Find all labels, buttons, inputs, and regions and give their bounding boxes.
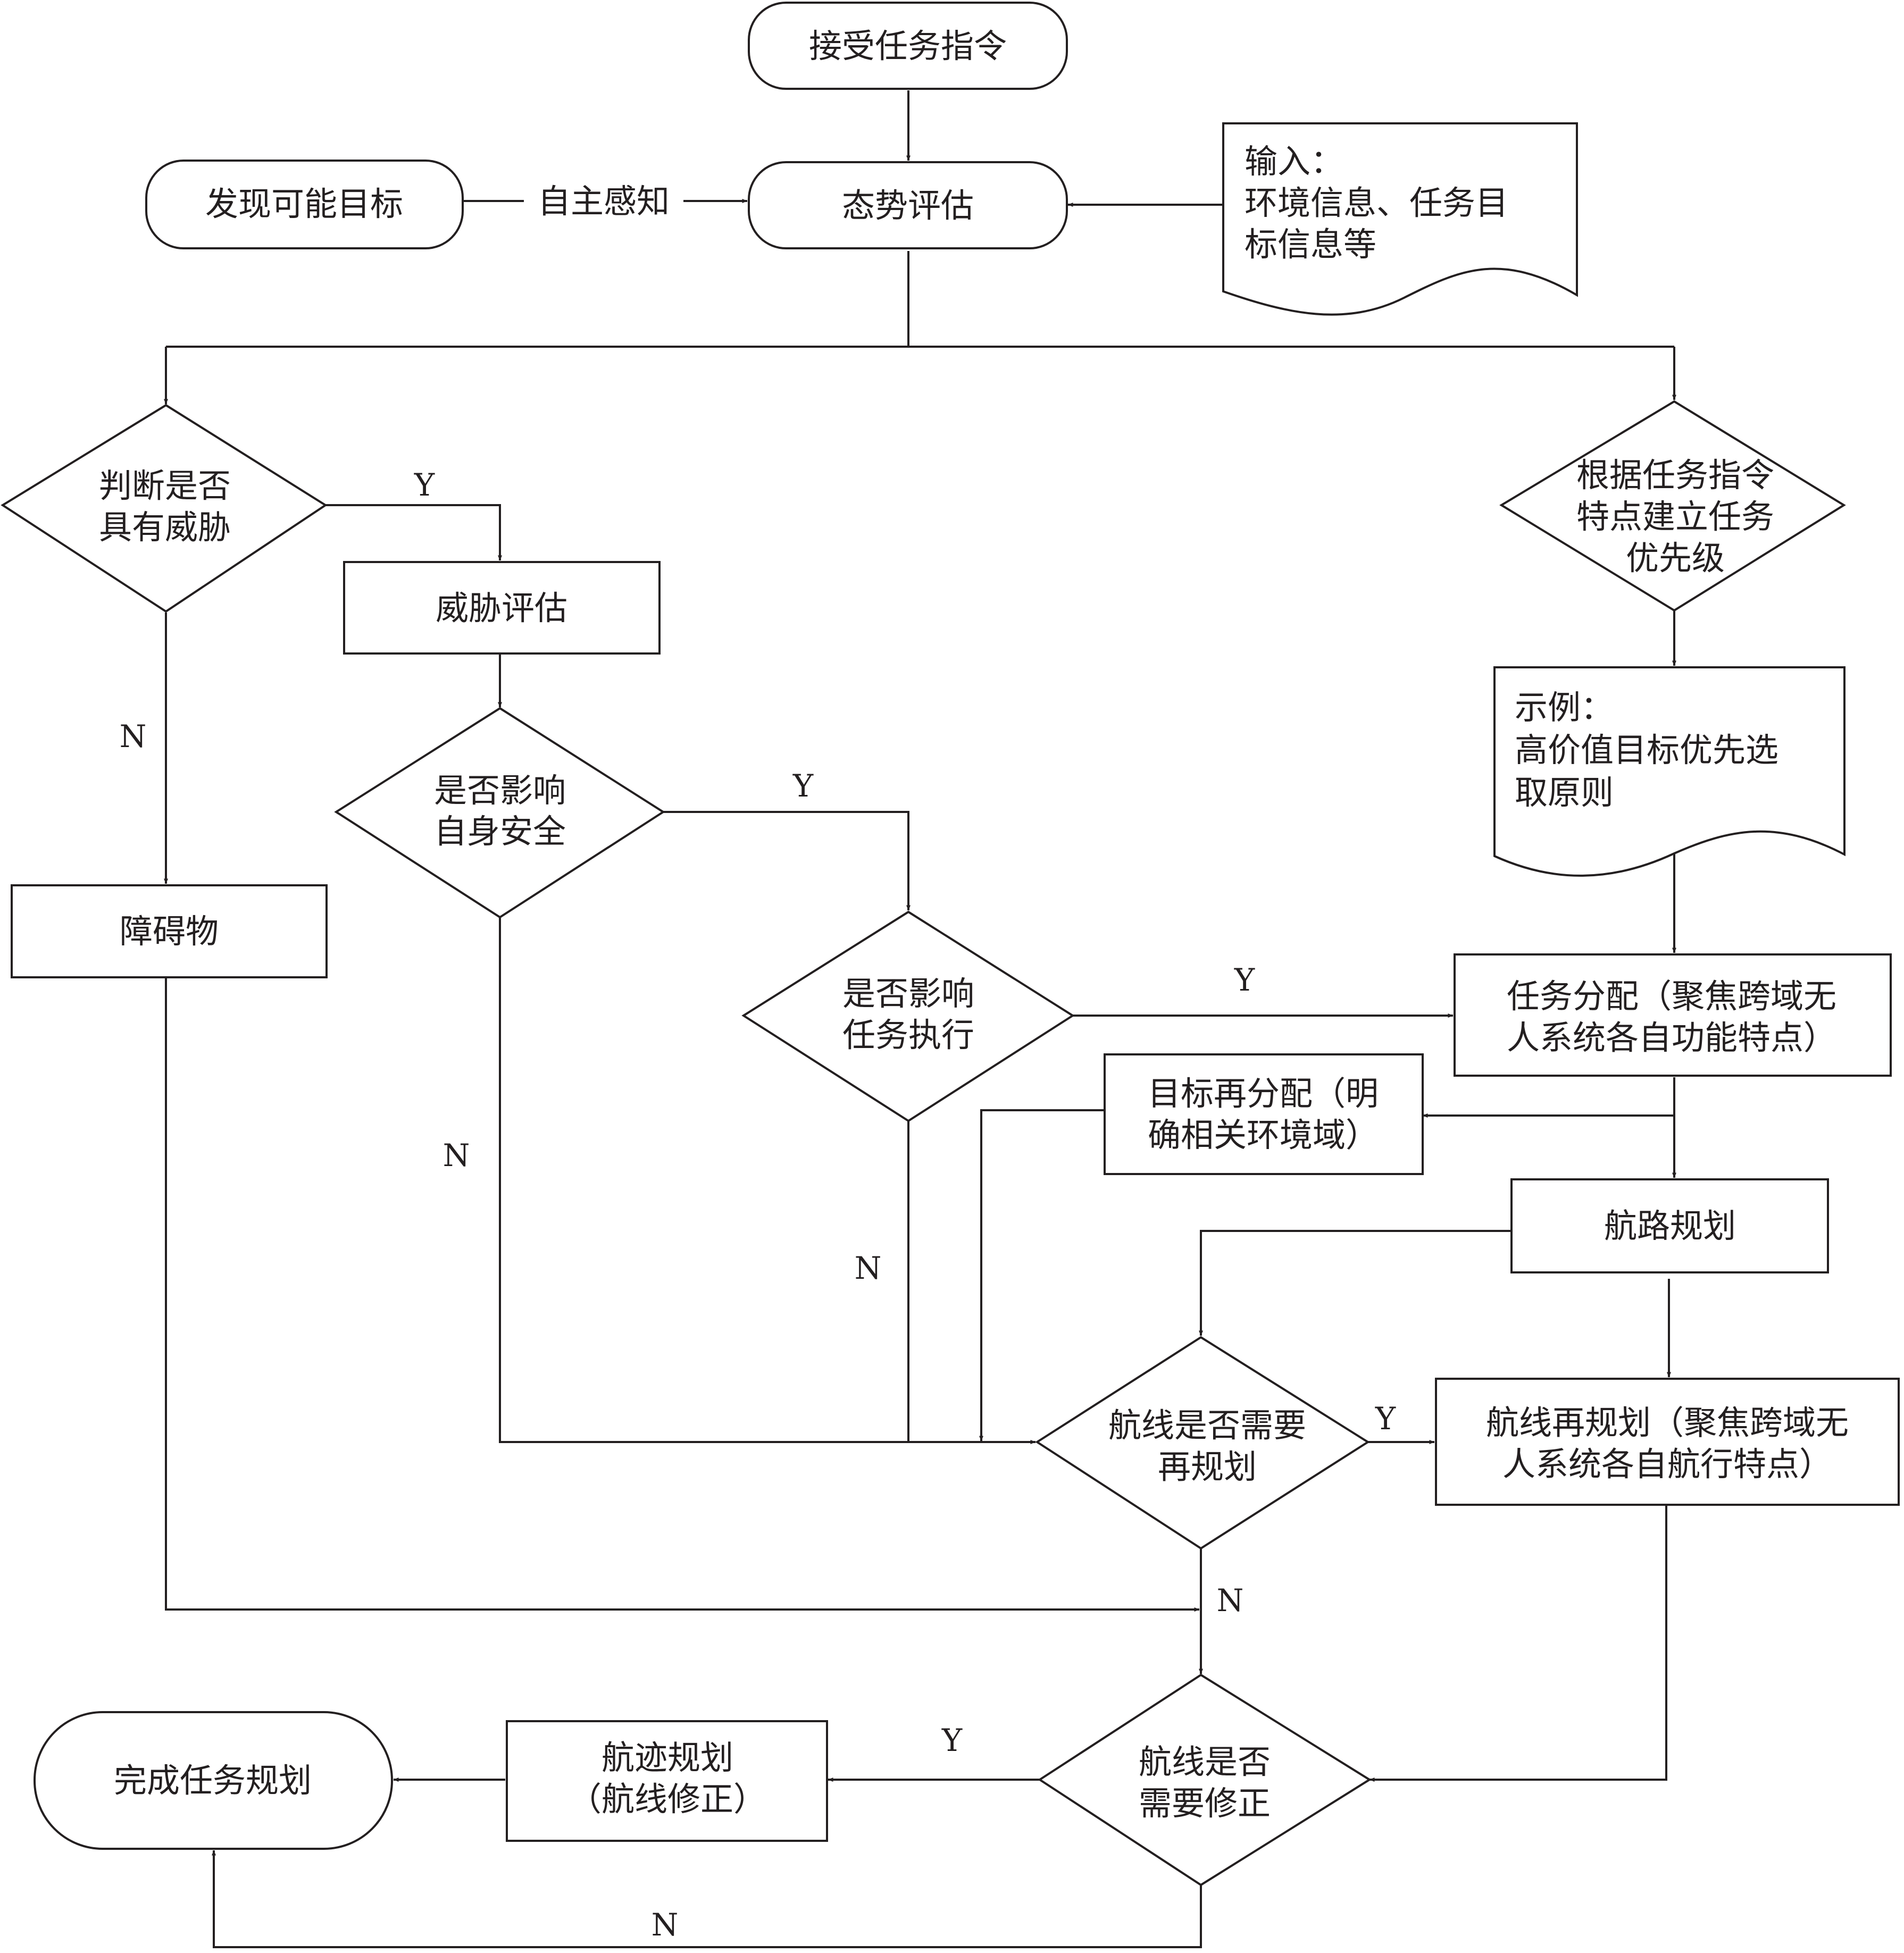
edge-labels: Y N Y N Y N Y N Y N xyxy=(120,467,1396,1943)
node-need-replan: 航线是否需要 再规划 xyxy=(1035,1336,1370,1550)
node-track-plan-line2: （航线修正） xyxy=(569,1780,766,1818)
node-replan-line2: 人系统各自航行特点） xyxy=(1502,1445,1832,1483)
edge-route-to-needreplan xyxy=(1199,1230,1511,1336)
label-task-yes: Y xyxy=(1234,962,1255,998)
node-task-assign-line2: 人系统各自功能特点） xyxy=(1507,1018,1836,1057)
edge-threat-yes xyxy=(325,504,502,561)
node-complete: 完成任务规划 xyxy=(34,1711,393,1850)
node-obstacle: 障碍物 xyxy=(11,884,328,978)
label-replan-no: N xyxy=(1217,1582,1244,1619)
node-find-target: 发现可能目标 xyxy=(145,160,464,249)
node-replan: 航线再规划（聚焦跨域无 人系统各自航行特点） xyxy=(1435,1378,1900,1506)
label-replan-yes: Y xyxy=(1375,1401,1396,1437)
node-situation-assess-label: 态势评估 xyxy=(842,186,974,225)
node-target-reassign-line1: 目标再分配（明 xyxy=(1148,1074,1379,1113)
node-need-replan-line1: 航线是否需要 xyxy=(1108,1406,1306,1445)
node-find-target-label: 发现可能目标 xyxy=(205,185,403,223)
edge-safety-yes xyxy=(663,811,911,911)
node-example-doc-line2: 高价值目标优先选 xyxy=(1515,731,1778,769)
label-autonomous-perception: 自主感知 xyxy=(538,182,670,221)
node-input-doc-line1: 输入： xyxy=(1245,142,1343,181)
node-affect-safety: 是否影响 自身安全 xyxy=(334,707,665,919)
edge-safety-no xyxy=(499,917,1036,1444)
node-example-doc: 示例： 高价值目标优先选 取原则 xyxy=(1493,666,1845,877)
node-receive-task: 接受任务指令 xyxy=(748,2,1068,90)
label-safety-no: N xyxy=(443,1137,470,1174)
node-track-plan-line1: 航迹规划 xyxy=(602,1738,733,1777)
node-target-reassign: 目标再分配（明 确相关环境域） xyxy=(1104,1053,1424,1175)
node-judge-threat-line2: 具有威胁 xyxy=(99,508,231,547)
node-obstacle-label: 障碍物 xyxy=(120,912,219,951)
edge-replan-to-correct xyxy=(1369,1506,1667,1782)
edge-obstacle-merge xyxy=(165,978,1200,1612)
node-receive-task-label: 接受任务指令 xyxy=(809,27,1007,65)
node-example-doc-line3: 取原则 xyxy=(1515,773,1614,812)
edge-reassign-down xyxy=(979,1109,1105,1441)
node-replan-line1: 航线再规划（聚焦跨域无 xyxy=(1486,1403,1849,1442)
label-task-no: N xyxy=(855,1250,882,1286)
node-affect-safety-line1: 是否影响 xyxy=(434,771,566,810)
node-affect-task-line1: 是否影响 xyxy=(842,974,974,1013)
node-priority-line2: 特点建立任务 xyxy=(1576,497,1774,536)
node-affect-safety-line2: 自身安全 xyxy=(434,812,566,851)
node-input-doc-line2: 环境信息、任务目 xyxy=(1245,183,1508,222)
node-affect-task: 是否影响 任务执行 xyxy=(741,910,1075,1122)
edges xyxy=(164,90,1676,1948)
node-judge-threat: 判断是否 具有威胁 xyxy=(1,404,328,613)
node-judge-threat-line1: 判断是否 xyxy=(99,466,231,505)
node-need-replan-line2: 再规划 xyxy=(1158,1447,1257,1486)
node-threat-assess: 威胁评估 xyxy=(343,561,661,655)
node-need-correct-line2: 需要修正 xyxy=(1139,1784,1271,1823)
node-track-plan: 航迹规划 （航线修正） xyxy=(506,1720,828,1842)
node-priority-line1: 根据任务指令 xyxy=(1576,456,1774,494)
nodes: 接受任务指令 态势评估 发现可能目标 自主感知 输入： 环境信息、任务目 标信息… xyxy=(1,2,1900,1887)
label-threat-no: N xyxy=(120,718,147,755)
edge-correct-no xyxy=(212,1850,1202,1948)
node-affect-task-line2: 任务执行 xyxy=(842,1016,974,1054)
node-input-doc: 输入： 环境信息、任务目 标信息等 xyxy=(1222,122,1578,316)
label-correct-no: N xyxy=(652,1907,679,1943)
node-need-correct: 航线是否 需要修正 xyxy=(1038,1673,1372,1887)
node-input-doc-line3: 标信息等 xyxy=(1245,225,1376,264)
node-task-assign-line1: 任务分配（聚焦跨域无 xyxy=(1507,977,1836,1016)
node-complete-label: 完成任务规划 xyxy=(114,1761,312,1800)
label-threat-yes: Y xyxy=(414,467,435,503)
node-task-assign: 任务分配（聚焦跨域无 人系统各自功能特点） xyxy=(1454,953,1892,1077)
label-correct-yes: Y xyxy=(941,1722,963,1758)
node-target-reassign-line2: 确相关环境域） xyxy=(1148,1116,1379,1154)
node-route-plan-label: 航路规划 xyxy=(1604,1206,1736,1245)
node-situation-assess: 态势评估 xyxy=(748,161,1068,249)
node-priority: 根据任务指令 特点建立任务 优先级 xyxy=(1499,400,1846,612)
node-priority-line3: 优先级 xyxy=(1626,539,1725,577)
node-example-doc-line1: 示例： xyxy=(1515,688,1614,727)
node-need-correct-line1: 航线是否 xyxy=(1139,1742,1271,1781)
node-threat-assess-label: 威胁评估 xyxy=(436,589,567,627)
node-route-plan: 航路规划 xyxy=(1510,1178,1829,1273)
label-safety-yes: Y xyxy=(792,768,814,804)
